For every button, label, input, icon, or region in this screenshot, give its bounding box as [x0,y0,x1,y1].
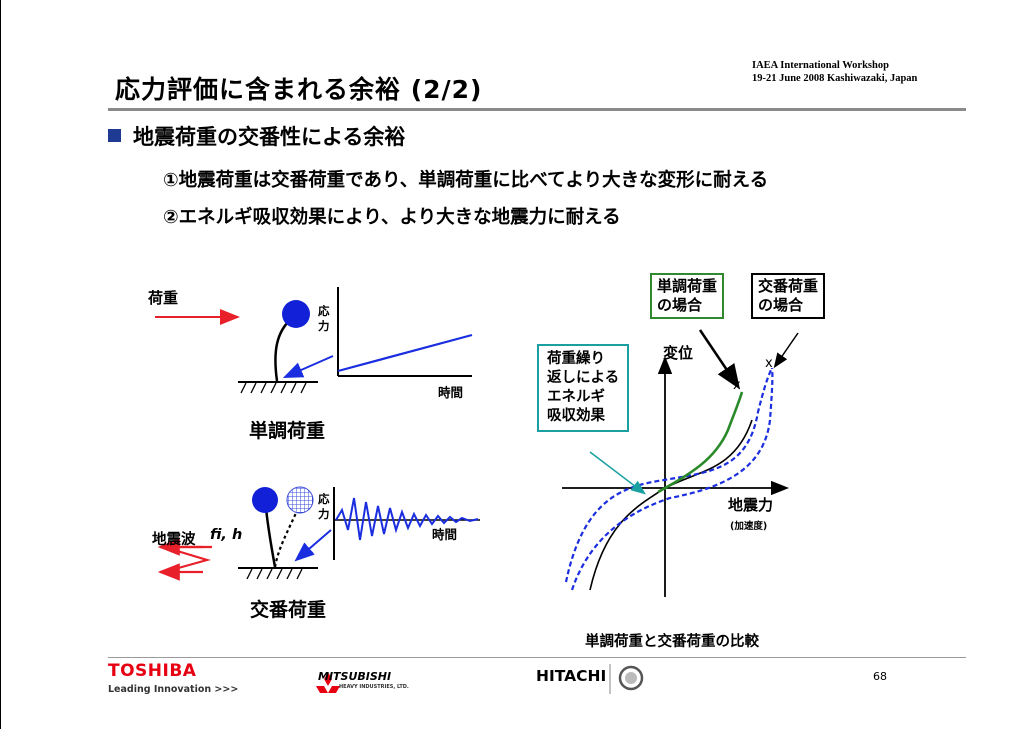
monotonic-case-box: 単調荷重 の場合 [650,273,725,319]
mass-ball [282,300,310,328]
stress-label-top-2: 力 [318,319,330,333]
mitsubishi-diamonds-icon [316,672,340,693]
workshop-info: IAEA International Workshop 19-21 June 2… [752,59,917,85]
stress-label-top-1: 応 [318,304,330,318]
energy-line-1: 荷重繰り [547,351,605,367]
hysteresis-lower [570,367,774,591]
column-right-dotted [273,507,300,568]
ground-hatch-bottom [246,568,303,580]
stress-label-bottom-1: 応 [318,492,330,506]
stress-label-bottom-2: 力 [318,507,330,521]
toshiba-tagline: Leading Innovation >>> [108,684,239,695]
displacement-label: 変位 [663,344,694,362]
alternating-case-line-1: 交番荷重 [758,277,819,295]
alternating-case-box: 交番荷重 の場合 [751,273,826,319]
workshop-line-1: IAEA International Workshop [752,60,889,71]
point-2: ②エネルギ吸収効果により、より大きな地震力に耐える [163,207,621,228]
alternating-case-line-2: の場合 [758,296,804,314]
failure-mark-alternating: x [765,356,773,371]
alternating-stress-wave [335,497,479,541]
ground-hatch-top [240,382,307,394]
energy-line-2: 返しによる [547,370,620,386]
monotonic-case-line-2: の場合 [657,296,703,314]
failure-mark-monotonic: x [733,378,741,393]
title-divider [108,108,966,111]
monotonic-caption: 単調荷重 [249,420,326,442]
monotonic-case-line-1: 単調荷重 [657,277,718,295]
hysteresis-upper [564,367,773,583]
seismic-wave-label: 地震波 [152,532,196,548]
energy-absorption-box: 荷重繰り 返しによる エネルギ 吸収効果 [537,344,630,432]
time-label-top: 時間 [438,385,464,400]
page-number: 68 [873,670,887,683]
pointer-arrow-bottom [294,529,332,562]
alternating-caption: 交番荷重 [250,599,327,621]
acceleration-label: (加速度) [730,521,768,532]
comparison-caption: 単調荷重と交番荷重の比較 [585,634,759,650]
ge-monogram-center-icon [625,672,637,684]
mass-ball-right-meshed [286,486,314,514]
load-label: 荷重 [148,289,179,307]
pointer-arrow-top [282,355,334,379]
toshiba-logo: TOSHIBA [108,661,197,681]
energy-pointer [589,451,646,495]
energy-line-3: エネルギ [547,389,605,405]
bullet-square-icon [108,129,121,142]
section-heading: 地震荷重の交番性による余裕 [133,125,406,149]
monotonic-pointer [698,329,740,390]
column-left [264,507,277,568]
workshop-line-2: 19-21 June 2008 Kashiwazaki, Japan [752,73,918,84]
page-title: 応力評価に含まれる余裕 (2/2) [115,75,483,104]
energy-line-4: 吸収効果 [547,408,605,424]
monotonic-curve [657,391,744,494]
monotonic-stress-line [337,333,473,373]
point-1: ①地震荷重は交番荷重であり、単調荷重に比べてより大きな変形に耐える [163,170,769,191]
alternating-pointer [773,332,799,369]
mitsubishi-subtitle: HEAVY INDUSTRIES, LTD. [339,684,409,690]
footer-divider [108,657,966,658]
bent-column [274,317,293,382]
mitsubishi-logo: MITSUBISHI [318,670,392,683]
mass-ball-left [252,487,278,513]
slide-border [0,0,1,729]
time-label-bottom: 時間 [432,527,458,542]
seismic-zigzag [163,545,212,574]
params-label: fi, h [210,527,243,543]
seismic-force-label: 地震力 [728,496,774,514]
hitachi-logo: HITACHI [536,667,607,685]
